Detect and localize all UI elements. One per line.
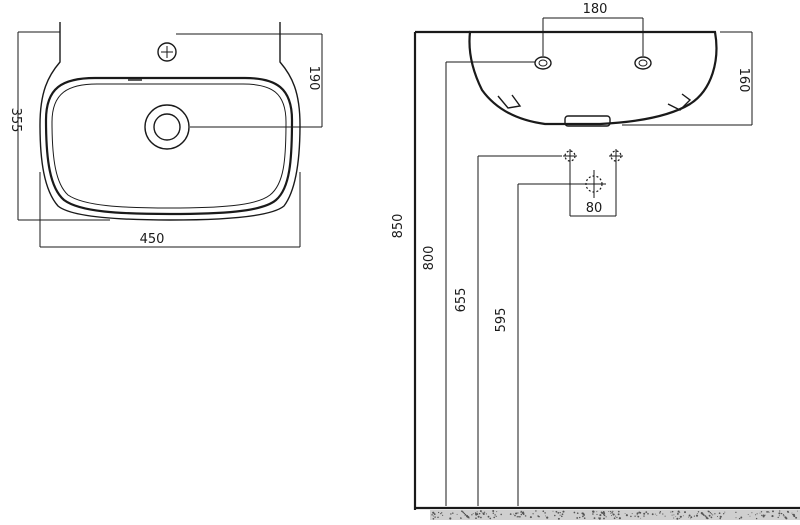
waste-trap-stub bbox=[564, 115, 611, 127]
supply-points bbox=[563, 149, 623, 217]
top-view-dimensions bbox=[17, 31, 323, 248]
fixing-hole-left-icon bbox=[534, 56, 552, 70]
tap-hole-icon bbox=[157, 42, 177, 62]
fixing-hole-right-icon bbox=[634, 56, 652, 70]
supply-left-icon bbox=[563, 149, 577, 163]
dim-supply-height: 655 bbox=[454, 288, 469, 313]
bowl-rim-inner bbox=[51, 83, 287, 209]
top-view-basin bbox=[39, 22, 301, 221]
side-view-dimensions bbox=[445, 17, 753, 506]
supply-right-icon bbox=[609, 149, 623, 163]
basin-side-profile bbox=[468, 30, 718, 126]
side-view-basin bbox=[413, 30, 718, 510]
waste-point-icon bbox=[582, 170, 606, 198]
basin-foot-left bbox=[497, 94, 522, 109]
dim-supply-spacing: 80 bbox=[586, 201, 603, 216]
basin-foot-right bbox=[667, 93, 692, 111]
dim-width: 450 bbox=[140, 232, 165, 247]
dim-overall-depth: 355 bbox=[8, 108, 23, 133]
dim-tap-to-waste: 190 bbox=[306, 66, 321, 91]
dim-fixing-spacing: 180 bbox=[583, 2, 608, 17]
waste-outlet-inner bbox=[153, 113, 181, 141]
dim-rim-height: 800 bbox=[422, 246, 437, 271]
dim-total-height: 850 bbox=[391, 214, 406, 239]
dim-waste-height: 595 bbox=[494, 308, 509, 333]
floor-hatch bbox=[415, 506, 800, 520]
basin-outer-profile bbox=[39, 22, 301, 221]
dim-bowl-height: 160 bbox=[736, 68, 751, 93]
waste-outlet-outer bbox=[144, 104, 190, 150]
bowl-rim-outer bbox=[44, 76, 294, 216]
